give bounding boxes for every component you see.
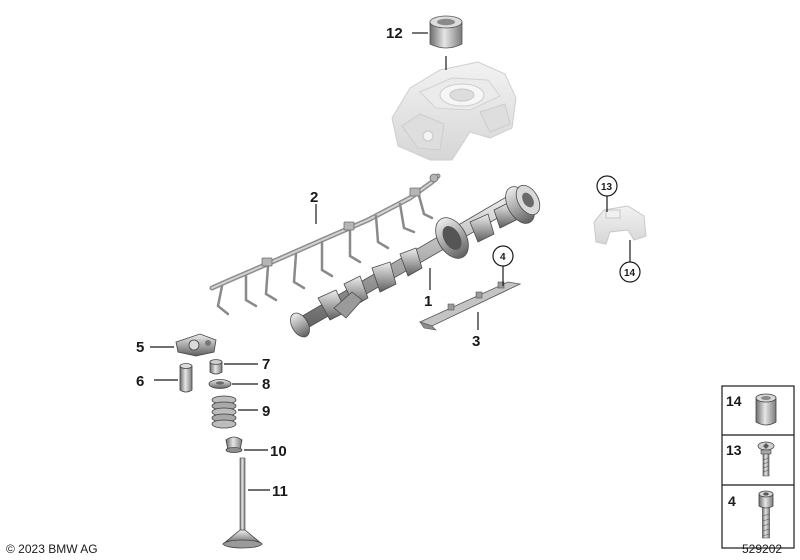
callout-10: 10 [270,443,287,460]
roller-rocker-arm [175,333,217,357]
callout-4-circle [492,245,514,267]
callout-2: 2 [310,189,318,206]
callout-11: 11 [272,483,288,500]
callout-4: 4 [500,252,506,263]
sleeve-icon [755,393,777,426]
callout-7: 7 [262,356,270,373]
valve-stem-seal [225,436,243,453]
valve-spring [211,395,237,429]
callout-13: 13 [601,182,613,193]
diagram-number: 529202 [742,542,782,556]
camshaft-bearing-block [391,61,517,161]
callout-14: 14 [624,268,636,279]
legend-label-14: 14 [726,393,742,409]
valve [221,457,264,549]
callout-1: 1 [424,293,432,310]
legend-label-13: 13 [726,442,742,458]
callout-9: 9 [262,403,270,420]
oil-spray-tube [209,173,441,316]
callout-14-circle [619,261,641,283]
sleeve-part-12 [429,15,463,49]
callout-5: 5 [136,339,144,356]
callout-12: 12 [386,25,403,42]
copyright: © 2023 BMW AG [6,542,98,556]
callout-13-circle [596,175,618,197]
bearing-cap [593,205,647,245]
hydraulic-lash-adjuster [179,363,193,393]
callout-6: 6 [136,373,144,390]
callout-8: 8 [262,376,270,393]
valve-cotter [209,359,223,375]
guide-rail [418,281,522,331]
legend-box: 14 13 4 [721,385,795,549]
spring-retainer [208,379,232,389]
hex-socket-screw-icon [758,490,774,539]
callout-3: 3 [472,333,480,350]
torx-screw-icon [757,441,775,477]
legend-label-4: 4 [728,493,736,509]
camshaft [290,184,541,338]
